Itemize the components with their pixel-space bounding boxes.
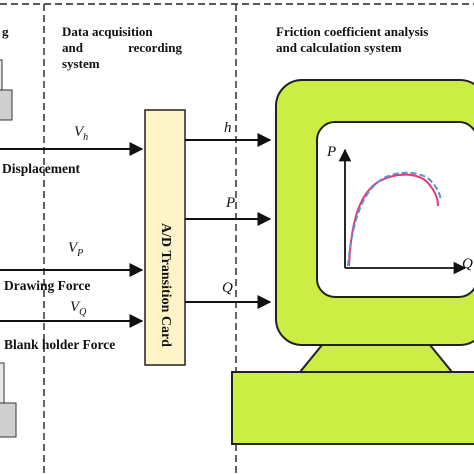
monitor-screen: [316, 121, 474, 298]
blank-holder-sensor-block: [0, 402, 17, 438]
ad-card-label-wrapper: A/D Transition Card: [145, 200, 185, 370]
displacement-sensor-block: [0, 89, 13, 121]
displacement-sensor-top: [0, 59, 3, 91]
q-output-label: Q: [222, 280, 233, 296]
blank-holder-sensor-top: [0, 362, 5, 404]
monitor-base: [231, 371, 474, 445]
ad-card-label: A/D Transition Card: [158, 223, 174, 347]
plot-y-axis-label: P: [327, 144, 337, 160]
vq-sub: Q: [79, 307, 87, 318]
blank-holder-force-label: Blank holder Force: [4, 337, 116, 352]
vp-label: VP: [68, 240, 83, 259]
vp-main: V: [68, 240, 78, 256]
middle-title-line-1: Data acquisition: [62, 24, 153, 39]
drawing-force-label: Drawing Force: [4, 278, 91, 293]
ad-transition-card: [144, 109, 186, 366]
plot-curve-dashed: [347, 171, 442, 267]
vh-main: V: [74, 124, 84, 140]
plot-x-axis-label: Q: [462, 256, 473, 272]
right-section-title: Friction coefficient analysis and calcul…: [276, 24, 428, 56]
p-output-label: P: [226, 195, 236, 211]
vq-label: VQ: [70, 299, 86, 318]
right-title-line-1: Friction coefficient analysis: [276, 24, 429, 39]
vh-sub: h: [83, 132, 89, 143]
middle-section-title: Data acquisition and recording system: [62, 24, 182, 72]
monitor-neck: [297, 344, 455, 373]
middle-title-line-3: system: [62, 56, 100, 71]
left-section-title-fragment: g: [2, 24, 9, 39]
middle-title-line-2: and recording: [62, 40, 182, 55]
displacement-label: Displacement: [2, 161, 80, 176]
vq-main: V: [70, 299, 80, 315]
vp-sub: P: [77, 248, 84, 259]
vh-label: Vh: [74, 124, 88, 143]
h-output-label: h: [224, 120, 232, 136]
right-title-line-2: and calculation system: [276, 40, 402, 55]
